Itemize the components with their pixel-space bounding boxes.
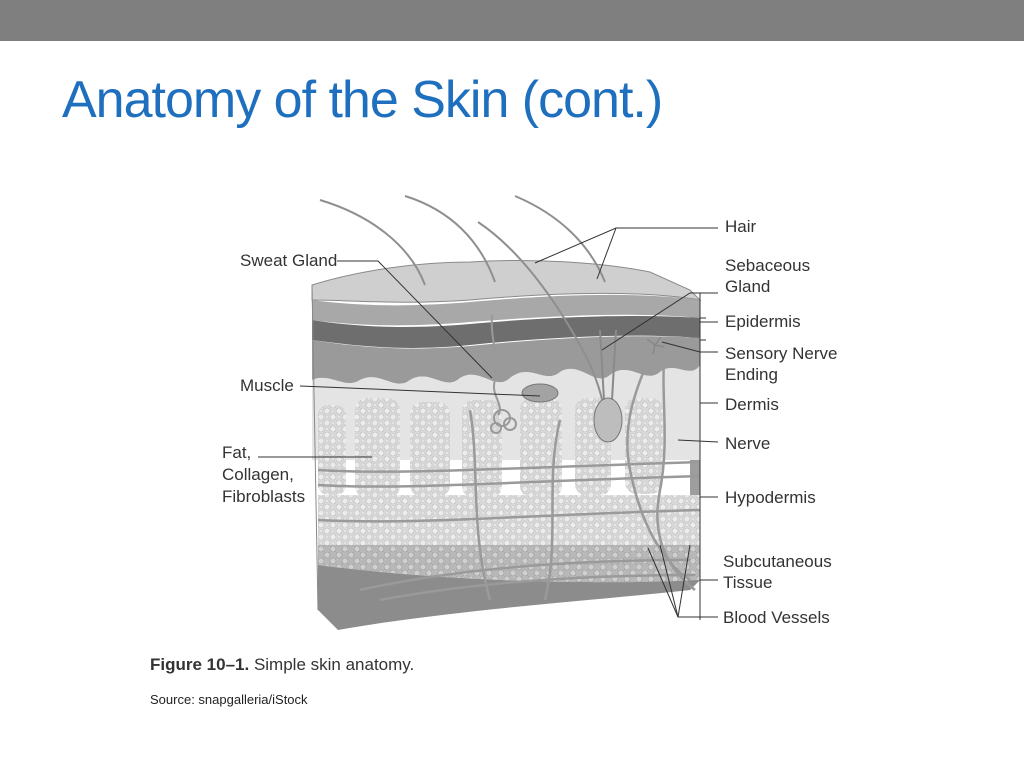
sweat-gland-shape (490, 314, 517, 434)
label-blood-vessels: Blood Vessels (723, 608, 830, 627)
label-sebaceous-2: Gland (725, 277, 770, 296)
label-hair: Hair (725, 217, 757, 236)
label-sensory-1: Sensory Nerve (725, 344, 837, 363)
hypodermis-layer (318, 495, 700, 545)
labels-left: Sweat Gland Muscle Fat, Collagen, Fibrob… (222, 251, 337, 506)
sensory-nerve-ending-shape (646, 336, 665, 355)
figure-caption-number: Figure 10–1. (150, 655, 250, 674)
hair-follicle (593, 329, 623, 443)
label-nerve: Nerve (725, 434, 770, 453)
label-hypodermis: Hypodermis (725, 488, 816, 507)
top-bar (0, 0, 1024, 41)
label-subcutaneous-1: Subcutaneous (723, 552, 832, 571)
label-fibroblasts: Fibroblasts (222, 487, 305, 506)
nerves-and-vessels (317, 344, 701, 602)
label-muscle: Muscle (240, 376, 294, 395)
label-sensory-2: Ending (725, 365, 778, 384)
label-dermis: Dermis (725, 395, 779, 414)
label-fat: Fat, (222, 443, 251, 462)
leader-lines (258, 227, 719, 620)
label-sebaceous-1: Sebaceous (725, 256, 810, 275)
label-subcutaneous-2: Tissue (723, 573, 772, 592)
epidermis-dark-stripe (312, 316, 700, 348)
figure-caption-text: Simple skin anatomy. (249, 655, 415, 674)
labels-right: Hair Sebaceous Gland Epidermis Sensory N… (723, 217, 837, 627)
source-credit: Source: snapgalleria/iStock (150, 692, 308, 707)
label-collagen: Collagen, (222, 465, 294, 484)
label-epidermis: Epidermis (725, 312, 801, 331)
bottom-band (318, 565, 700, 630)
figure-caption: Figure 10–1. Simple skin anatomy. (150, 655, 414, 675)
sebaceous-gland-shape (521, 383, 559, 403)
epidermis-layer (312, 294, 700, 326)
slide-title: Anatomy of the Skin (cont.) (62, 71, 663, 129)
label-sweat-gland: Sweat Gland (240, 251, 337, 270)
subcutaneous-layer (318, 545, 700, 583)
